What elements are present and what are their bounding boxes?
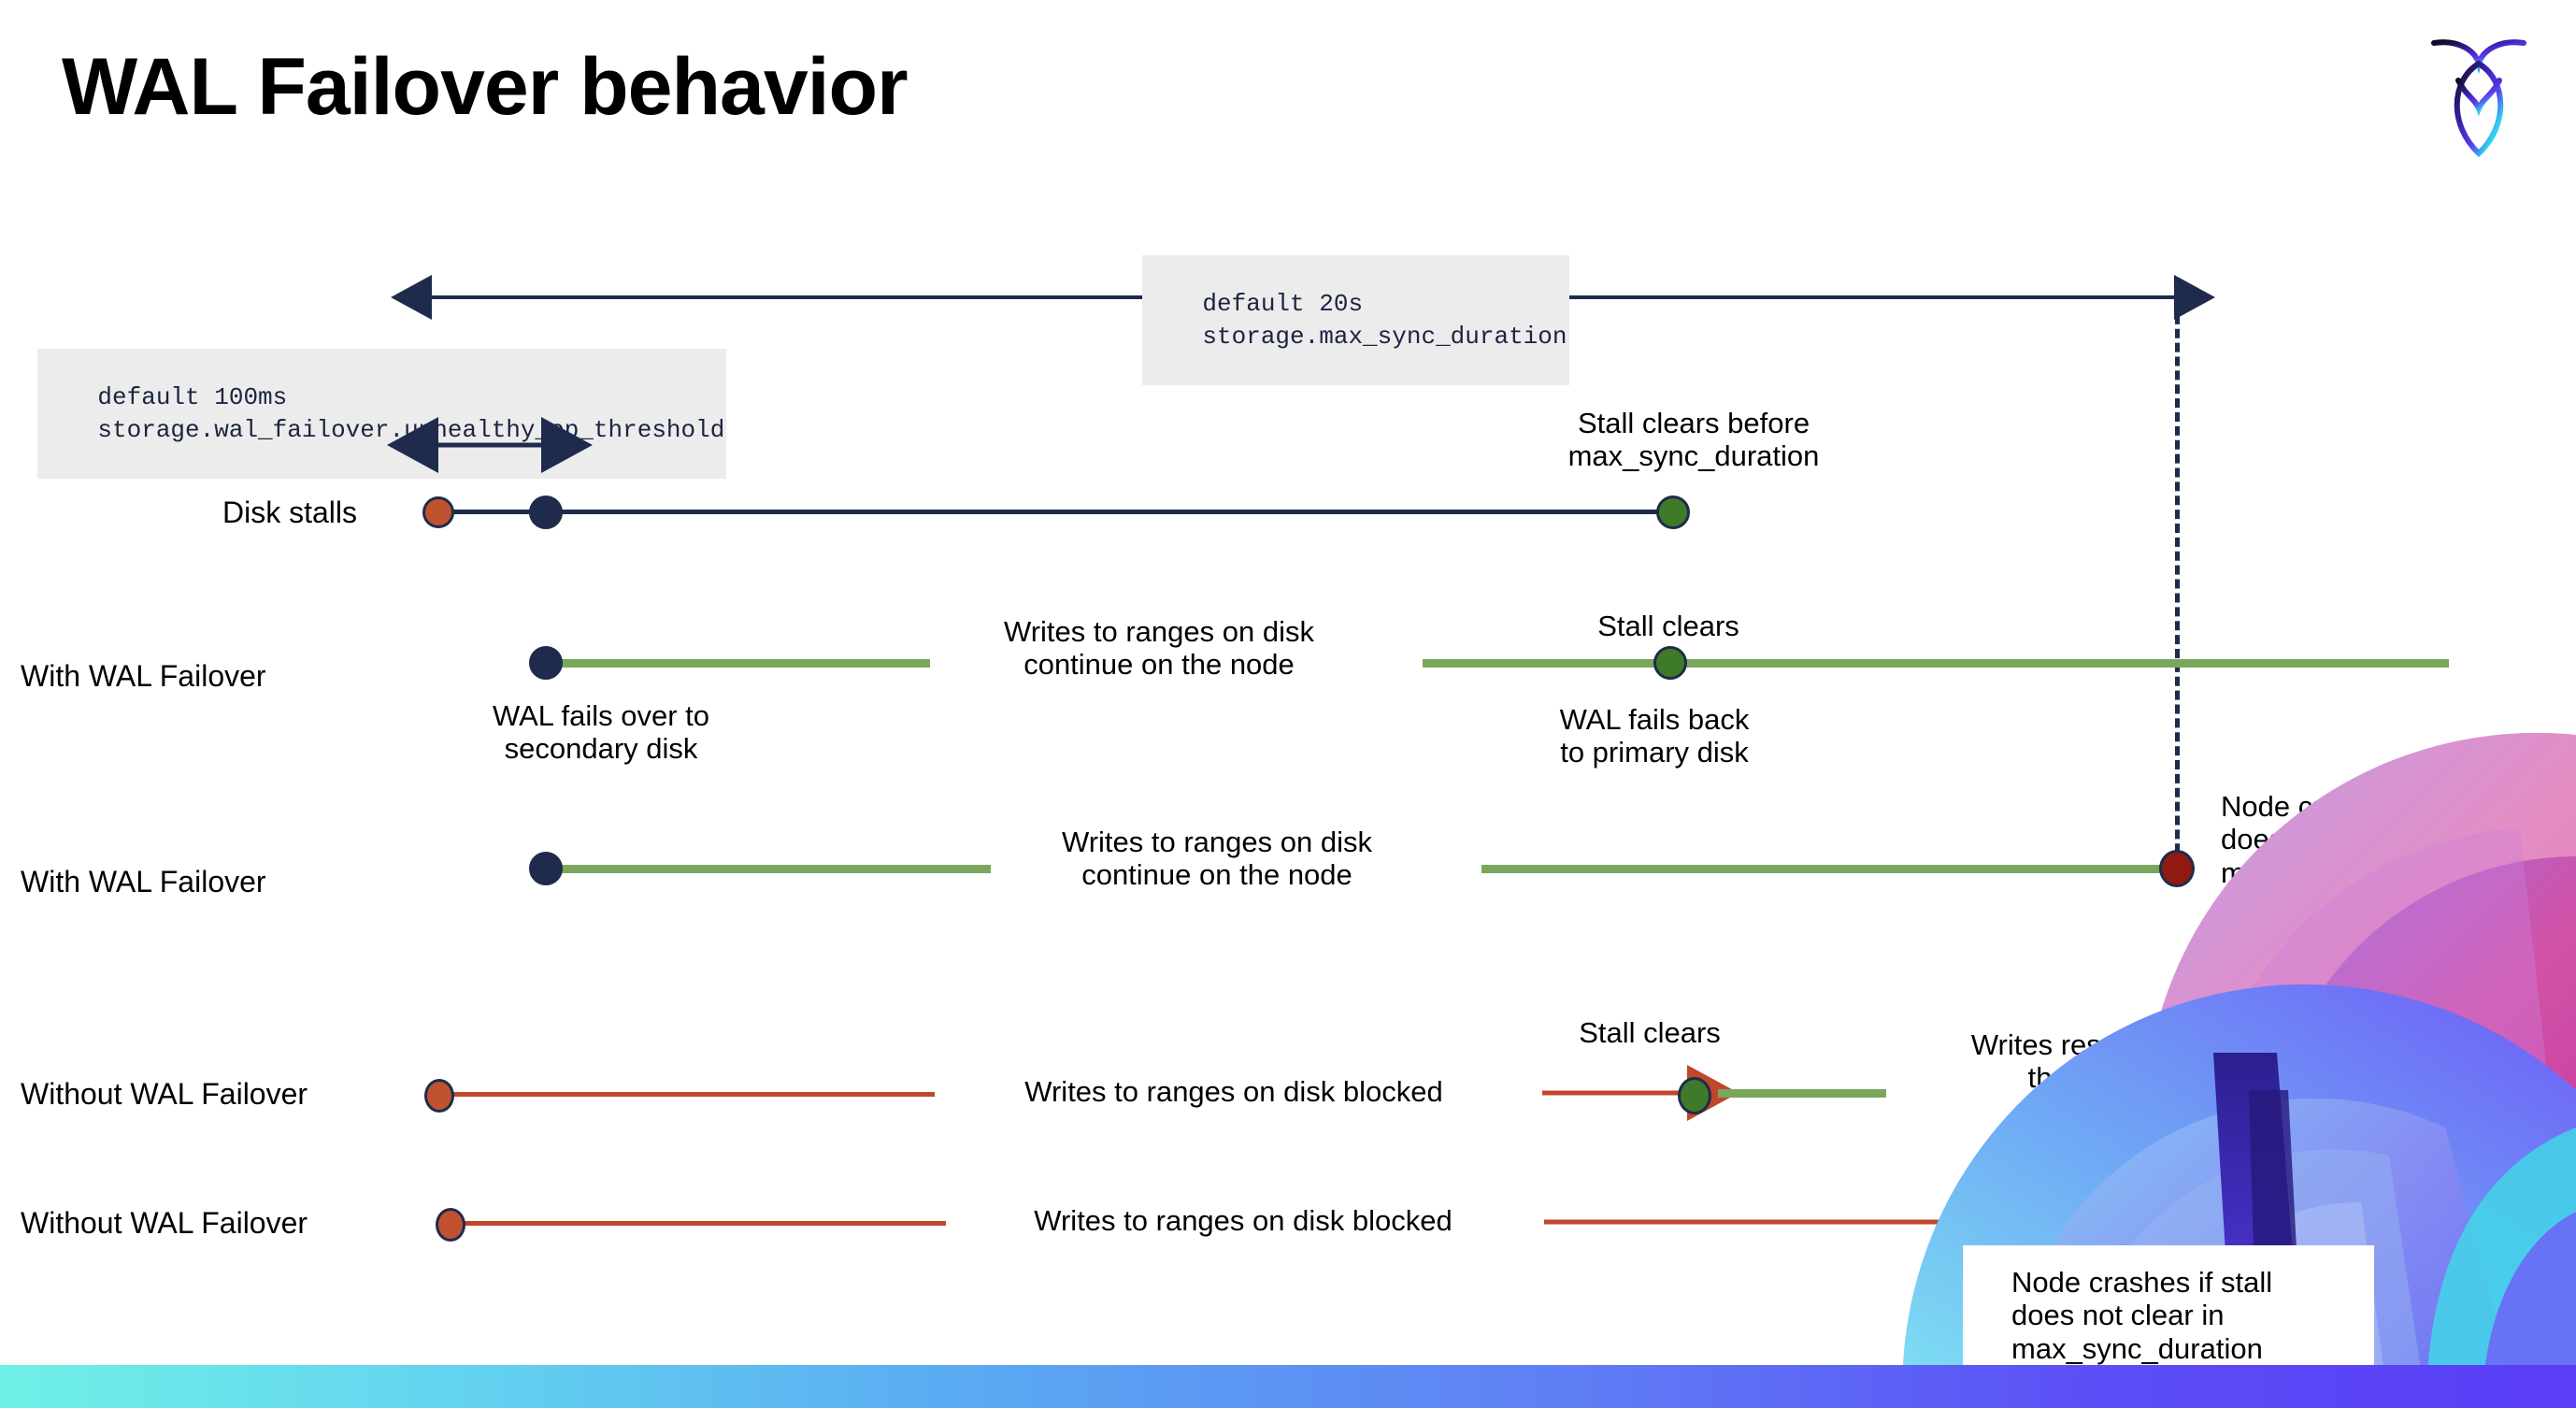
blocked-timeline-1a xyxy=(439,1092,935,1097)
disk-stalls-timeline xyxy=(437,510,1676,514)
note-writes-continue-1: Writes to ranges on disk continue on the… xyxy=(1004,615,1314,682)
row-label-without-wal-failover-1: Without WAL Failover xyxy=(21,1077,308,1111)
row-label-without-wal-failover-2: Without WAL Failover xyxy=(21,1206,308,1240)
disk-stall-clear-dot xyxy=(1656,496,1690,529)
bottom-gradient-bar xyxy=(0,1365,2576,1408)
wal-failback-dot xyxy=(1653,646,1687,680)
max-sync-default-label: default 20s xyxy=(1202,288,1364,321)
wal-failover-crash-timeline-left xyxy=(542,865,991,873)
note-stall-clears-before-max-sync: Stall clears before max_sync_duration xyxy=(1567,407,1820,473)
wal-failover-timeline-right xyxy=(1423,659,2449,668)
cockroachdb-logo-icon xyxy=(2423,22,2535,163)
writes-resume-timeline-1 xyxy=(1718,1089,1886,1098)
blocked-arrow-1 xyxy=(1542,1065,1739,1121)
note-node-crashes-2: Node crashes if stall does not clear in … xyxy=(2011,1266,2273,1365)
max-sync-dashed-guide xyxy=(2175,301,2180,881)
max-sync-setting-label: storage.max_sync_duration xyxy=(1202,320,1567,352)
unhealthy-op-threshold-annotation: default 100ms storage.wal_failover.unhea… xyxy=(37,349,727,480)
blocked-arrow-2 xyxy=(1544,1194,2215,1250)
wal-failover-timeline-left xyxy=(542,659,930,668)
without-failover-start-dot-2 xyxy=(436,1208,465,1242)
unhealthy-default-label: default 100ms xyxy=(97,381,288,414)
row-label-disk-stalls: Disk stalls xyxy=(222,496,358,529)
note-writes-blocked-1: Writes to ranges on disk blocked xyxy=(1024,1075,1443,1108)
unhealthy-op-threshold-arrow xyxy=(387,417,593,473)
note-writes-continue-2: Writes to ranges on disk continue on the… xyxy=(1062,826,1372,892)
note-stall-clears-1: Stall clears xyxy=(1597,610,1739,642)
disk-stall-start-dot xyxy=(422,496,454,528)
page-title: WAL Failover behavior xyxy=(62,42,909,132)
wal-failover-crash-timeline-right xyxy=(1481,865,2181,873)
note-wal-fails-back: WAL fails back to primary disk xyxy=(1559,703,1750,769)
note-node-crashes-1: Node crashes if stall does not clear in … xyxy=(2221,790,2483,889)
without-failover-start-dot-1 xyxy=(424,1079,454,1113)
row-label-with-wal-failover-1: With WAL Failover xyxy=(21,659,266,693)
note-wal-fails-over: WAL fails over to secondary disk xyxy=(492,699,709,766)
row-label-with-wal-failover-2: With WAL Failover xyxy=(21,865,266,898)
note-writes-resume: Writes resume on the node xyxy=(1970,1028,2198,1095)
note-writes-blocked-2: Writes to ranges on disk blocked xyxy=(1034,1204,1453,1237)
disk-stall-failover-dot xyxy=(529,496,563,529)
without-failover-stall-clear-dot xyxy=(1678,1077,1711,1114)
wal-failover-start-dot-2 xyxy=(529,852,563,885)
wal-failover-start-dot-1 xyxy=(529,646,563,680)
node-crash-dot-1 xyxy=(2159,850,2195,887)
note-stall-clears-2: Stall clears xyxy=(1579,1016,1721,1049)
max-sync-duration-annotation: default 20s storage.max_sync_duration xyxy=(1142,255,1569,386)
writes-resume-timeline-2 xyxy=(2292,1089,2460,1098)
blocked-timeline-2a xyxy=(451,1221,946,1226)
unhealthy-setting-label: storage.wal_failover.unhealthy_op_thresh… xyxy=(97,413,725,446)
